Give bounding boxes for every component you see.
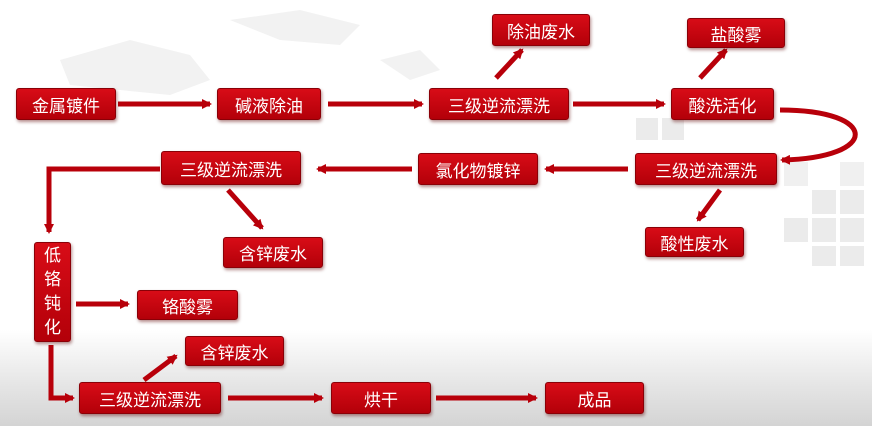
node-acid-activation: 酸洗活化 [671,88,774,120]
node-label: 铬酸雾 [162,297,213,318]
node-alkaline-degrease: 碱液除油 [217,88,321,120]
node-acid-wastewater: 酸性废水 [645,227,744,257]
node-label: 三级逆流漂洗 [180,160,282,181]
node-label: 氯化物镀锌 [435,161,521,182]
node-rinse-3: 三级逆流漂洗 [161,151,301,185]
arrow-rinse3-to-passivation [44,166,160,234]
node-label: 含锌废水 [200,343,269,364]
node-label: 酸性废水 [660,234,729,255]
arrow-acid-to-rinse2 [779,107,858,165]
arrow-rinse1-to-wastewater [494,48,524,80]
node-label: 盐酸雾 [710,25,762,46]
node-label: 三级逆流漂洗 [99,390,201,411]
node-label-char: 钝 [44,294,61,314]
node-label: 含锌废水 [239,245,307,265]
arrow-acid-to-hcl-mist [698,48,728,80]
node-rinse-2: 三级逆流漂洗 [635,153,777,185]
node-label-char: 低 [44,246,61,266]
node-finished-product: 成品 [545,382,644,414]
node-drying: 烘干 [331,382,431,414]
arrow-passivation-to-rinse4 [48,345,75,403]
arrow-rinse3-to-zinc-wastewater [226,188,264,230]
arrow-rinse2-to-acid-wastewater [695,188,723,222]
node-label-char: 化 [44,318,61,338]
node-label: 酸洗活化 [688,96,757,117]
node-metal-part: 金属镀件 [16,88,116,120]
node-label: 成品 [577,390,612,411]
node-zinc-wastewater-2: 含锌废水 [185,336,284,366]
node-chrome-mist: 铬酸雾 [137,290,238,320]
node-label: 三级逆流漂洗 [448,96,550,117]
node-rinse-1: 三级逆流漂洗 [429,88,569,120]
node-label-char: 铬 [44,270,61,290]
node-degrease-wastewater: 除油废水 [492,14,590,46]
node-chloride-zinc-plating: 氯化物镀锌 [418,153,538,185]
node-hcl-mist: 盐酸雾 [687,18,785,48]
node-low-chrome-passivation: 低 铬 钝 化 [34,242,71,342]
node-label: 碱液除油 [235,96,303,117]
arrow-rinse4-to-zinc-wastewater [142,354,178,382]
node-label: 除油废水 [507,22,575,43]
node-label: 烘干 [364,390,398,411]
node-label: 金属镀件 [32,96,100,117]
node-rinse-4: 三级逆流漂洗 [79,382,221,414]
node-zinc-wastewater-1: 含锌废水 [223,237,323,268]
node-label: 三级逆流漂洗 [655,161,757,182]
